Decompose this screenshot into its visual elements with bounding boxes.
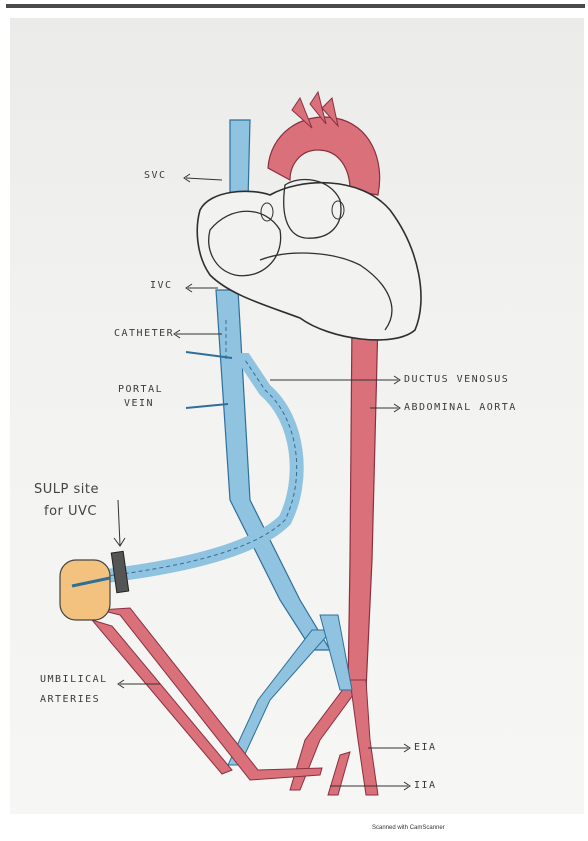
inferior-vena-cava [216,290,330,650]
label-catheter: CATHETER [114,328,174,339]
superior-vena-cava [230,120,250,200]
label-abdominal-aorta: ABDOMINAL AORTA [404,402,517,413]
sulp-arrow [114,500,125,546]
label-sulp-site: SULP site [34,482,99,497]
label-ivc: IVC [150,280,173,291]
abdominal-aorta [348,320,378,690]
sulp-clamp [111,551,128,592]
label-iia: IIA [414,780,437,791]
label-portal-vein-1: PORTAL [118,384,163,395]
label-ductus-venosus: DUCTUS VENOSUS [404,374,509,385]
label-portal-vein-2: VEIN [124,398,154,409]
umbilical-stump [60,560,110,620]
portal-vein-branch-lower [186,404,228,408]
umbilical-artery-2 [92,620,232,774]
label-umbilical: UMBILICAL [40,674,108,685]
left-iliac-vein [320,615,352,690]
left-iliac-artery [350,680,378,795]
label-for-uvc: for UVC [44,504,97,519]
iia-branch [328,752,350,795]
label-svc: SVC [144,170,167,181]
label-eia: EIA [414,742,437,753]
watermark: Scanned with CamScanner [372,825,445,831]
label-arteries: ARTERIES [40,694,100,705]
